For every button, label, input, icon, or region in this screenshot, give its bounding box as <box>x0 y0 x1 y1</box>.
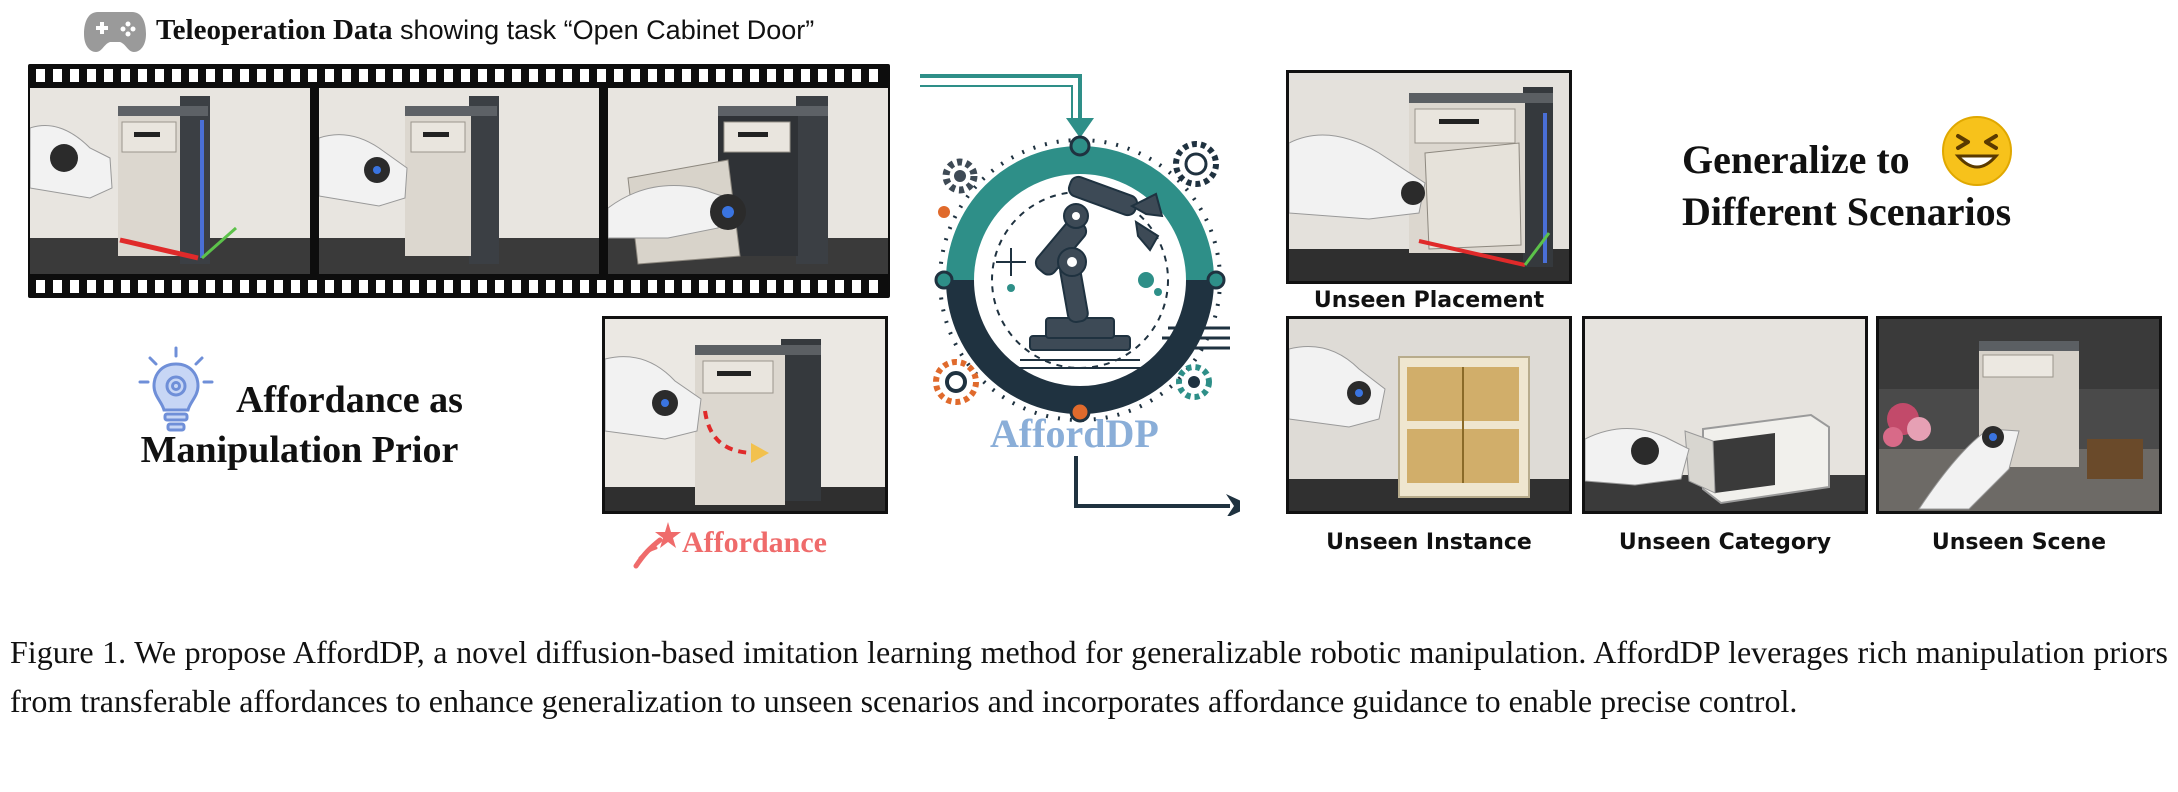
unseen-category-label: Unseen Category <box>1618 530 1832 555</box>
prior-line-1: Affordance as <box>236 379 463 421</box>
shooting-star-icon <box>633 522 681 569</box>
gear-icon <box>942 158 978 194</box>
generalize-line-2: Different Scenarios <box>1682 189 2012 234</box>
generalize-line-1: Generalize to <box>1682 137 1910 182</box>
teleoperation-header: Teleoperation Data showing task “Open Ca… <box>156 14 814 47</box>
unseen-placement-label: Unseen Placement <box>1313 288 1545 313</box>
film-frame-2 <box>319 88 599 274</box>
grinning-emoji-icon <box>1942 116 2012 186</box>
header-normal: showing task <box>392 15 564 45</box>
affordance-label: Affordance <box>682 526 827 559</box>
unseen-scene-label: Unseen Scene <box>1931 530 2107 555</box>
unseen-instance-panel <box>1286 316 1572 514</box>
affordance-panel <box>602 316 888 514</box>
header-bold: Teleoperation Data <box>156 14 393 46</box>
gamepad-icon <box>84 12 146 52</box>
lightbulb-gear-icon <box>138 346 214 432</box>
affordance-prior-title: Affordance as Manipulation Prior <box>136 375 463 475</box>
film-frame-3 <box>608 88 888 274</box>
unseen-scene-panel <box>1876 316 2162 514</box>
prior-line-2: Manipulation Prior <box>140 429 459 471</box>
figure-caption: Figure 1. We propose AffordDP, a novel d… <box>10 634 2168 719</box>
film-holes-bottom <box>36 280 882 293</box>
generalize-title: Generalize to Different Scenarios <box>1682 134 2011 238</box>
film-strip <box>28 64 890 298</box>
film-holes-top <box>36 69 882 82</box>
unseen-category-panel <box>1582 316 1868 514</box>
afforddp-logo <box>920 74 1240 516</box>
unseen-instance-label: Unseen Instance <box>1326 530 1532 555</box>
header-task: “Open Cabinet Door” <box>563 15 815 45</box>
afforddp-logo-text: AffordDP <box>990 411 1159 456</box>
unseen-placement-panel <box>1286 70 1572 284</box>
film-frame-1 <box>30 88 310 274</box>
